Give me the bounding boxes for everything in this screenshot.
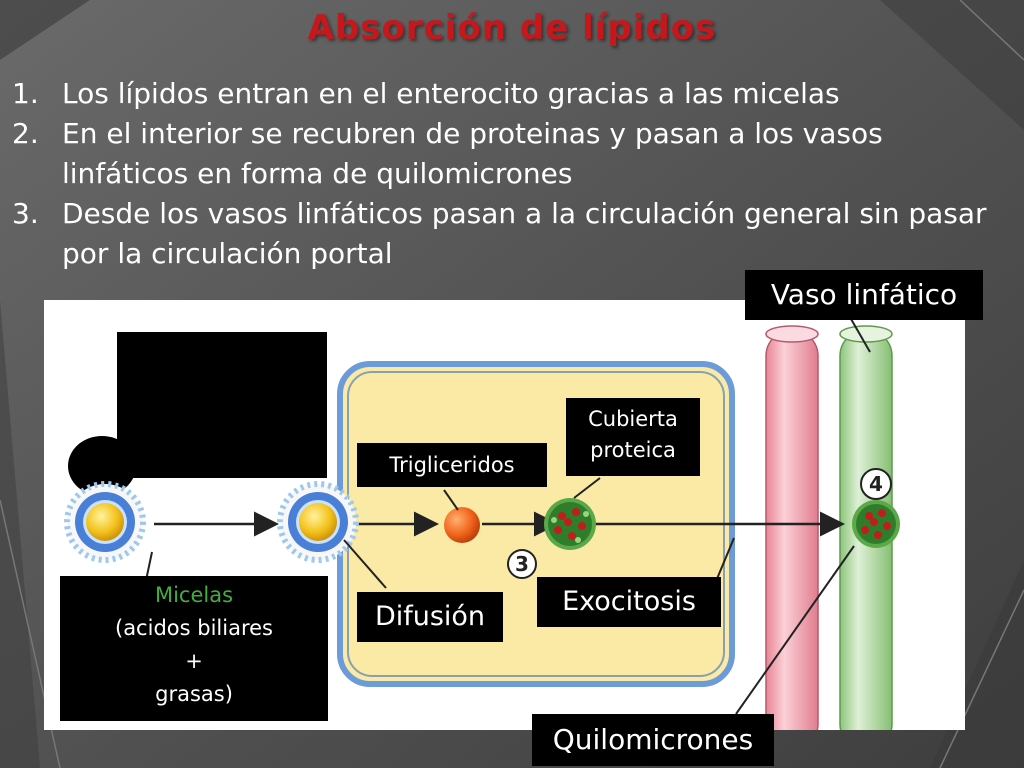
- list-text: Los lípidos entran en el enterocito grac…: [62, 77, 840, 110]
- chylomicron-in-cell: [544, 498, 596, 550]
- difusion-label: Difusión: [357, 592, 503, 642]
- black-oval: [68, 436, 136, 496]
- trigliceridos-label: Trigliceridos: [357, 443, 547, 487]
- list-item: 2. En el interior se recubren de protein…: [12, 114, 1012, 194]
- triglyceride-droplet: [444, 507, 480, 543]
- slide-title: Absorción de lípidos: [307, 8, 717, 48]
- step-4-marker: 4: [860, 468, 892, 500]
- svg-text:4: 4: [869, 472, 883, 496]
- list-text: Desde los vasos linfáticos pasan a la ci…: [62, 197, 987, 270]
- chylomicron-in-lymph: [852, 500, 900, 548]
- black-box: [117, 332, 327, 478]
- cubierta-proteica-label: Cubierta proteica: [566, 398, 700, 476]
- list-number: 1.: [12, 77, 39, 110]
- micelle-left: [64, 481, 146, 563]
- svg-text:3: 3: [515, 552, 529, 576]
- micelas-line-4: grasas): [155, 682, 233, 706]
- list-text: En el interior se recubren de proteinas …: [62, 117, 883, 190]
- blood-vessel: [765, 329, 819, 730]
- list-number: 3.: [12, 197, 39, 230]
- cubierta-line-1: Cubierta: [588, 407, 678, 431]
- micelle-right: [277, 481, 359, 563]
- exocitosis-label: Exocitosis: [537, 577, 721, 627]
- micelas-line-3: +: [185, 649, 203, 673]
- micelas-line-1: Micelas: [154, 583, 234, 607]
- list-item: 3. Desde los vasos linfáticos pasan a la…: [12, 194, 1012, 274]
- lipid-absorption-diagram: 3 4: [44, 300, 965, 730]
- vaso-linfatico-label: Vaso linfático: [745, 270, 983, 320]
- quilomicrones-label: Quilomicrones: [532, 714, 774, 766]
- cubierta-line-2: proteica: [590, 438, 676, 462]
- micelas-label: Micelas (acidos biliares + grasas): [60, 576, 328, 721]
- step-3-marker: 3: [507, 549, 537, 579]
- list-number: 2.: [12, 117, 39, 150]
- list-item: 1. Los lípidos entran en el enterocito g…: [12, 74, 1012, 114]
- point-list: 1. Los lípidos entran en el enterocito g…: [12, 74, 1012, 274]
- micelas-line-2: (acidos biliares: [115, 616, 273, 640]
